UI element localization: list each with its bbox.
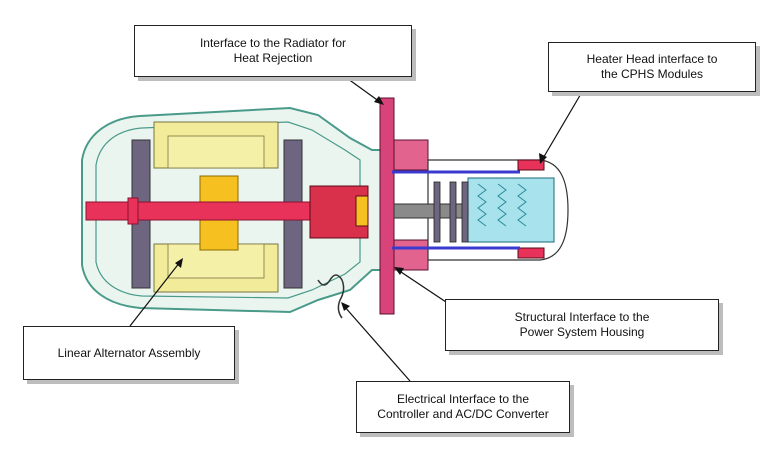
displacer-plate-3	[461, 181, 469, 243]
callout-structural-line1: Structural Interface to the	[514, 310, 650, 324]
leader-electrical	[343, 305, 411, 382]
callout-structural-interface: Structural Interface to the Power System…	[445, 299, 719, 351]
callout-heater-line2: the CPHS Modules	[600, 67, 704, 81]
callout-linear-alternator: Linear Alternator Assembly	[23, 326, 235, 380]
heater-interface-lower	[517, 247, 545, 259]
flange-collar-lower	[393, 239, 429, 271]
arrowhead-structural	[394, 267, 404, 275]
arrowhead-heater	[539, 153, 547, 164]
displacer-rod	[393, 203, 469, 219]
heater-interface-upper	[517, 159, 545, 171]
callout-radiator-line1: Interface to the Radiator for	[199, 36, 347, 50]
leader-linear	[129, 261, 181, 327]
callout-linear-line1: Linear Alternator Assembly	[57, 345, 201, 360]
arrowhead-radiator	[374, 96, 384, 105]
upper-alternator-inner	[167, 135, 265, 169]
radiator-flange	[379, 97, 395, 315]
displacer-plate-1	[433, 181, 441, 243]
leader-structural	[397, 269, 453, 307]
regenerator	[467, 177, 555, 243]
callout-radiator-line2: Heat Rejection	[233, 51, 313, 65]
leader-radiator	[343, 75, 381, 103]
magnet-upper	[199, 175, 239, 203]
callout-electrical-interface: Electrical Interface to the Controller a…	[356, 381, 570, 433]
regenerator-pattern	[477, 183, 527, 227]
magnet-lower	[199, 219, 239, 251]
shaft-collar	[127, 197, 139, 225]
callout-heater-head-interface: Heater Head interface to the CPHS Module…	[548, 42, 756, 92]
callout-structural-line2: Power System Housing	[519, 325, 645, 339]
flange-collar-upper	[393, 139, 429, 171]
piston-yellow-ring	[355, 195, 369, 227]
displacer-plate-2	[449, 181, 457, 243]
callout-heater-line1: Heater Head interface to	[586, 52, 718, 66]
housing-inner-outline	[95, 121, 361, 299]
callout-radiator-interface: Interface to the Radiator for Heat Rejec…	[134, 25, 412, 77]
piston-shaft	[85, 201, 337, 221]
arrowhead-linear	[175, 258, 183, 268]
callout-electrical-line2: Controller and AC/DC Converter	[377, 407, 549, 421]
arrowhead-electrical	[341, 302, 350, 311]
leader-heater	[541, 91, 583, 161]
callout-electrical-line1: Electrical Interface to the	[396, 392, 530, 406]
electrical-wire	[317, 274, 345, 319]
